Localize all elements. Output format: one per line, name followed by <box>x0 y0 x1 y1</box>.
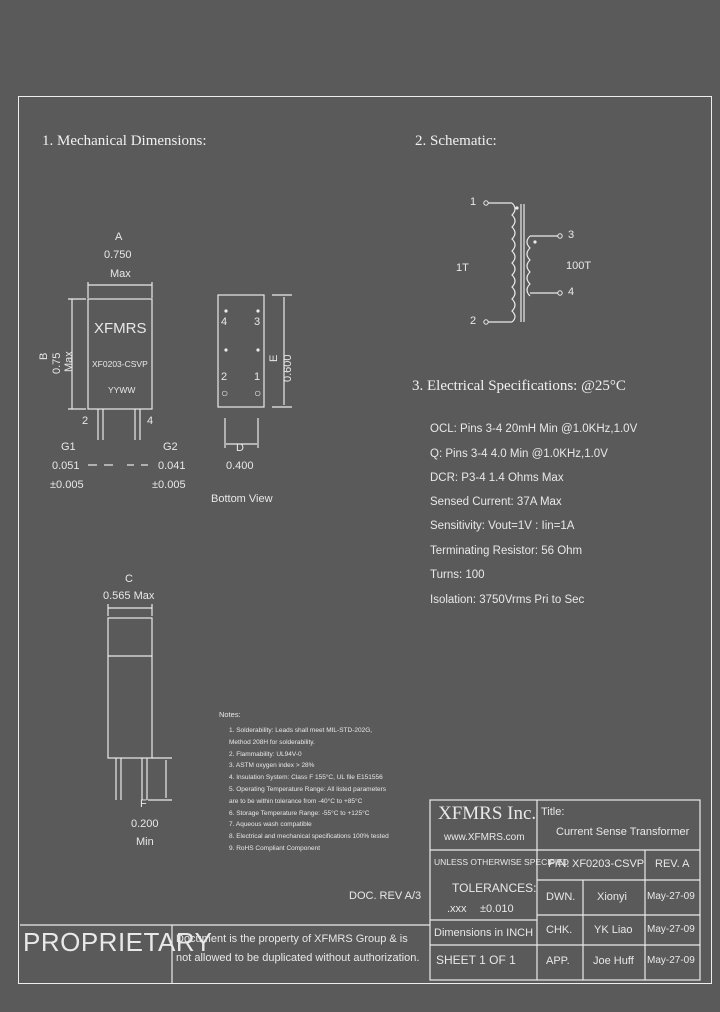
drawn-name: Xionyi <box>597 891 627 903</box>
bottom-pin-1: 1 <box>254 371 261 383</box>
title-value: Current Sense Transformer <box>556 826 690 838</box>
dim-a-value: 0.750 <box>104 249 132 261</box>
drawn-date: May-27-09 <box>647 891 695 902</box>
dim-b-max: Max <box>63 351 75 372</box>
spec-terminating-resistor: Terminating Resistor: 56 Ohm <box>430 545 583 557</box>
title-label: Title: <box>541 806 565 818</box>
part-body-outline <box>87 298 153 410</box>
dim-c-label: C <box>125 573 133 585</box>
notes-title: Notes: <box>219 710 241 719</box>
sheet-number: SHEET 1 OF 1 <box>436 953 516 967</box>
dim-b-label: B <box>38 352 50 360</box>
g2-value: 0.041 <box>158 460 186 472</box>
proprietary-line-1: Document is the property of XFMRS Group … <box>176 933 408 945</box>
schematic-heading: 2. Schematic: <box>415 133 497 149</box>
bottom-pin-4: 4 <box>221 316 228 328</box>
company-name: XFMRS Inc. <box>438 803 537 824</box>
part-brand: XFMRS <box>94 320 147 337</box>
revision-value: REV. A <box>655 858 690 870</box>
dim-d-value: 0.400 <box>226 460 254 472</box>
drawing-frame <box>18 96 712 984</box>
notes-list: 1. Solderability: Leads shall meet MIL-S… <box>229 725 389 855</box>
pn-label: P/N: <box>548 858 570 870</box>
company-website: www.XFMRS.com <box>444 832 525 843</box>
dim-e-label: E <box>268 354 280 362</box>
g1-label: G1 <box>61 441 76 453</box>
dim-d-label: D <box>236 442 244 454</box>
primary-turns: 1T <box>456 262 469 274</box>
tolerance-header: UNLESS OTHERWISE SPECIFIED <box>434 857 569 867</box>
bottom-pad-2: ○ <box>221 386 229 400</box>
g2-label: G2 <box>163 441 178 453</box>
note-item: 2. Flammability: UL94V-0 <box>229 750 302 758</box>
note-item: are to be within tolerance from -40°C to… <box>229 797 363 805</box>
schematic-pin-1: 1 <box>470 196 477 208</box>
g1-value: 0.051 <box>52 460 80 472</box>
spec-ocl: OCL: Pins 3-4 20mH Min @1.0KHz,1.0V <box>430 423 638 435</box>
dim-f-value: 0.200 <box>131 818 159 830</box>
bottom-pin-3: 3 <box>254 316 261 328</box>
dim-a-max: Max <box>110 268 131 280</box>
schematic-pin-4: 4 <box>568 286 575 298</box>
dim-f-label: F <box>140 798 147 810</box>
checked-date: May-27-09 <box>647 924 695 935</box>
proprietary-line-2: not allowed to be duplicated without aut… <box>176 952 420 964</box>
pin-left-label: 2 <box>82 415 89 427</box>
note-item: 3. ASTM oxygen index > 28% <box>229 762 315 770</box>
secondary-turns: 100T <box>566 260 592 272</box>
dim-f-min: Min <box>136 836 154 848</box>
tolerance-xxx: .xxx <box>447 903 467 915</box>
g1-tolerance: ±0.005 <box>50 479 84 491</box>
electrical-heading: 3. Electrical Specifications: @25°C <box>412 378 626 394</box>
note-item: 8. Electrical and mechanical specificati… <box>229 833 389 841</box>
pn-value: XF0203-CSVP <box>572 858 645 870</box>
note-item: 5. Operating Temperature Range: All list… <box>229 785 387 793</box>
note-item: 1. Solderability: Leads shall meet MIL-S… <box>229 727 373 734</box>
note-item: 9. RoHS Compliant Component <box>229 844 321 852</box>
bottom-view-caption: Bottom View <box>211 493 273 505</box>
approved-name: Joe Huff <box>593 955 634 967</box>
drawn-label: DWN. <box>546 891 576 903</box>
note-item: 7. Aqueous wash compatible <box>229 821 312 829</box>
g2-tolerance: ±0.005 <box>152 479 186 491</box>
spec-sensitivity: Sensitivity: Vout=1V : Iin=1A <box>430 520 575 532</box>
dim-b-value: 0.75 <box>51 352 63 374</box>
proprietary-label: PROPRIETARY <box>23 927 213 957</box>
tolerance-value: ±0.010 <box>480 903 514 915</box>
schematic-pin-3: 3 <box>568 229 575 241</box>
mechanical-heading: 1. Mechanical Dimensions: <box>42 133 207 149</box>
dim-a-label: A <box>115 231 123 243</box>
bottom-pin-2: 2 <box>221 371 228 383</box>
spec-dcr: DCR: P3-4 1.4 Ohms Max <box>430 472 564 484</box>
schematic-pin-2: 2 <box>470 315 477 327</box>
spec-turns: Turns: 100 <box>430 569 485 581</box>
bottom-pad-1: ○ <box>254 386 262 400</box>
checked-name: YK Liao <box>594 924 633 936</box>
spec-isolation: Isolation: 3750Vrms Pri to Sec <box>430 594 585 606</box>
part-number: XF0203-CSVP <box>92 359 148 369</box>
spec-q: Q: Pins 3-4 4.0 Min @1.0KHz,1.0V <box>430 448 608 460</box>
spec-sensed-current: Sensed Current: 37A Max <box>430 496 562 508</box>
tolerances-label: TOLERANCES: <box>452 881 537 895</box>
note-item: Method 208H for solderability. <box>229 738 315 746</box>
approved-date: May-27-09 <box>647 955 695 966</box>
dim-c-value: 0.565 Max <box>103 590 155 602</box>
dimensions-unit: Dimensions in INCH <box>434 927 534 939</box>
dim-e-value: 0.600 <box>282 354 294 382</box>
approved-label: APP. <box>546 955 570 967</box>
note-item: 6. Storage Temperature Range: -55°C to +… <box>229 809 370 817</box>
checked-label: CHK. <box>546 924 573 936</box>
doc-revision: DOC. REV A/3 <box>349 890 422 902</box>
note-item: 4. Insulation System: Class F 155°C, UL … <box>229 774 383 782</box>
part-date-code: YYWW <box>108 385 136 395</box>
pin-right-label: 4 <box>147 415 154 427</box>
